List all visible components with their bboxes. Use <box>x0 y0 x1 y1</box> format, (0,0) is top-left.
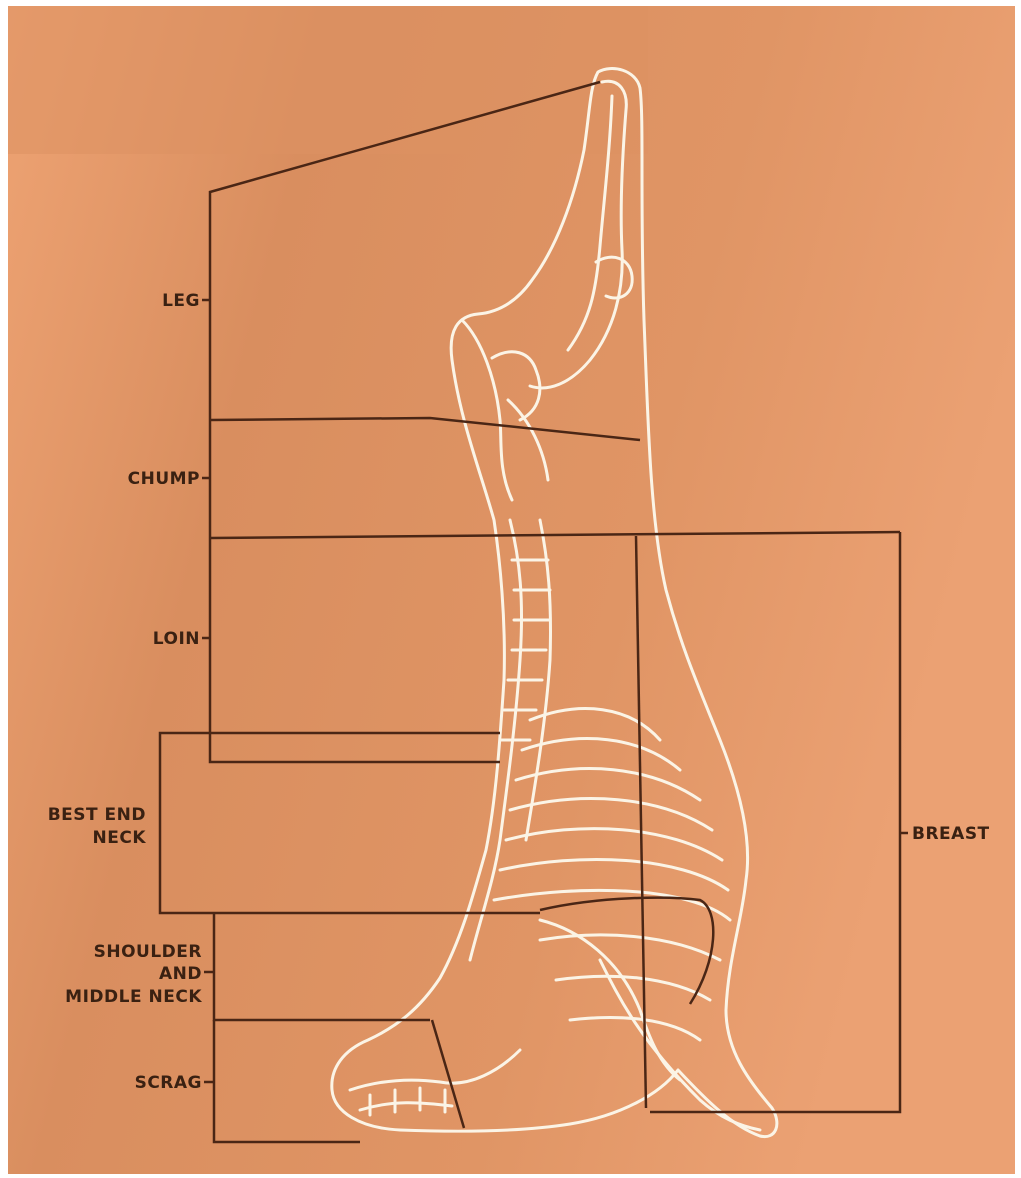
label-scrag: SCRAG <box>135 1073 202 1093</box>
label-shoulder-line3: MIDDLE NECK <box>65 987 202 1007</box>
label-loin: LOIN <box>153 629 200 649</box>
label-best-end-neck-line2: NECK <box>93 828 147 848</box>
label-shoulder-line2: AND <box>159 964 202 984</box>
background-top-band <box>8 6 648 154</box>
label-breast: BREAST <box>912 824 990 844</box>
label-shoulder-line1: SHOULDER <box>94 942 202 962</box>
label-chump: CHUMP <box>128 469 200 489</box>
label-best-end-neck-line1: BEST END <box>48 805 146 825</box>
label-leg: LEG <box>162 291 200 311</box>
